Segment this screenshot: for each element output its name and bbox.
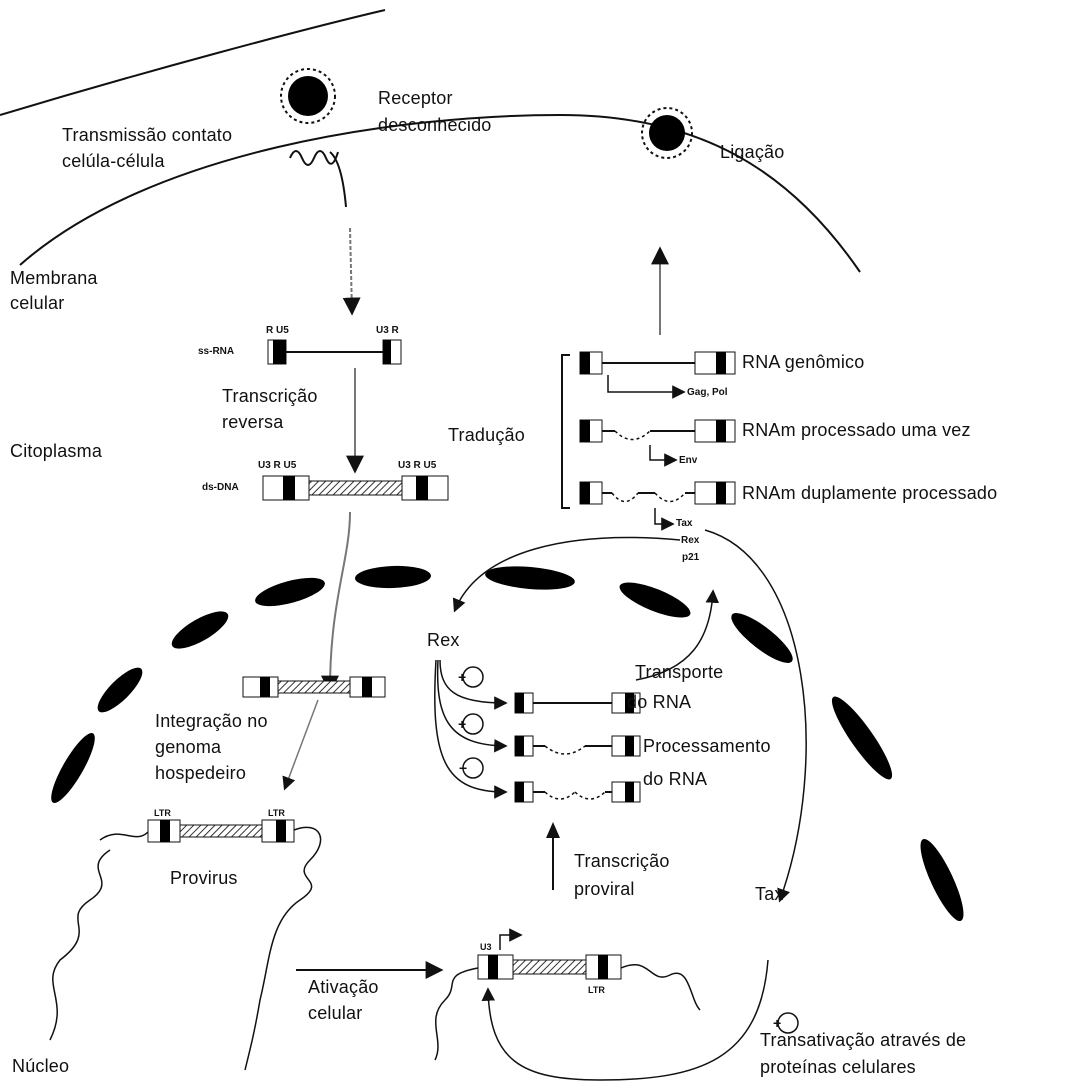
label-transcricao: Transcrição	[222, 386, 318, 406]
plus-circle-2	[462, 713, 484, 735]
virus-particle-2	[641, 107, 693, 159]
label-celular: celular	[10, 293, 65, 313]
label-rna-genomico: RNA genômico	[742, 352, 865, 372]
label-rex-small: Rex	[681, 535, 700, 546]
label-processamento: Processamento	[643, 736, 771, 756]
target-cell-membrane	[19, 113, 861, 273]
label-genoma: genoma	[155, 737, 222, 757]
virus-particle-1	[280, 68, 336, 124]
label-ltr-1: LTR	[154, 808, 171, 818]
label-u3-r-u5-b: U3 R U5	[398, 460, 437, 471]
label-desconhecido: desconhecido	[378, 115, 492, 135]
plus-circle-1	[462, 666, 484, 688]
label-transcricao-proviral: Transcrição	[574, 851, 670, 871]
receptor-squiggle	[289, 150, 347, 208]
label-membrana: Membrana	[10, 268, 98, 288]
label-proviral: proviral	[574, 879, 635, 899]
nuclear-rna-2	[514, 735, 641, 757]
nuclear-rna-3	[514, 781, 641, 803]
label-transativacao: Transativação através de	[760, 1030, 967, 1050]
label-tax: Tax	[755, 884, 784, 904]
label-rnam-uma-vez: RNAm processado uma vez	[742, 420, 971, 440]
rna-doubly-spliced	[579, 481, 736, 531]
upper-cell-membrane	[0, 9, 386, 116]
label-proteinas: proteínas celulares	[760, 1057, 916, 1077]
plus-circle-tax	[777, 1012, 799, 1034]
label-ativacao: Ativação	[308, 977, 379, 997]
sign-plus-1: +	[458, 669, 467, 685]
label-transmissao: Transmissão contato	[62, 125, 233, 145]
label-rnam-duplamente: RNAm duplamente processado	[742, 483, 998, 503]
provirus-active	[434, 928, 701, 1061]
label-celular-2: celular	[308, 1003, 363, 1023]
label-r-u5: R U5	[266, 325, 289, 336]
label-reversa: reversa	[222, 412, 284, 432]
label-ltr-2: LTR	[268, 808, 285, 818]
label-tax-small: Tax	[676, 518, 693, 529]
label-citoplasma: Citoplasma	[10, 441, 103, 461]
sign-minus: −	[459, 760, 468, 776]
label-u3: U3	[480, 942, 492, 952]
label-ss-rna: ss-RNA	[198, 346, 235, 357]
label-provirus: Provirus	[170, 868, 238, 888]
label-traducao: Tradução	[448, 425, 525, 445]
label-p21: p21	[682, 552, 700, 563]
nuclear-envelope	[51, 565, 964, 922]
label-gag-pol: Gag, Pol	[687, 387, 728, 398]
label-receptor: Receptor	[378, 88, 453, 108]
label-rex: Rex	[427, 630, 460, 650]
rna-singly-spliced	[579, 419, 736, 467]
label-ds-dna: ds-DNA	[202, 482, 239, 493]
nuclear-dna-integration	[242, 676, 386, 698]
label-hospedeiro: hospedeiro	[155, 763, 247, 783]
sign-plus-2: +	[458, 716, 467, 732]
ds-dna-molecule	[262, 475, 449, 501]
provirus-integrated	[49, 819, 322, 1071]
label-u3-r-u5-a: U3 R U5	[258, 460, 297, 471]
minus-circle	[462, 757, 484, 779]
label-do-rna: do RNA	[627, 692, 692, 712]
ss-rna-molecule	[267, 339, 402, 365]
rna-genomic	[579, 351, 736, 399]
label-ltr-3: LTR	[588, 985, 605, 995]
label-integracao: Integração no	[155, 711, 268, 731]
nuclear-rna-1	[514, 692, 641, 714]
label-nucleo: Núcleo	[12, 1056, 70, 1076]
label-env: Env	[679, 455, 698, 466]
label-celula-celula: celúla-célula	[62, 151, 165, 171]
label-do-rna-2: do RNA	[643, 769, 708, 789]
sign-plus-tax: +	[773, 1015, 782, 1031]
label-ligacao: Ligação	[720, 142, 785, 162]
label-u3-r: U3 R	[376, 325, 399, 336]
label-transporte: Transporte	[635, 662, 724, 682]
